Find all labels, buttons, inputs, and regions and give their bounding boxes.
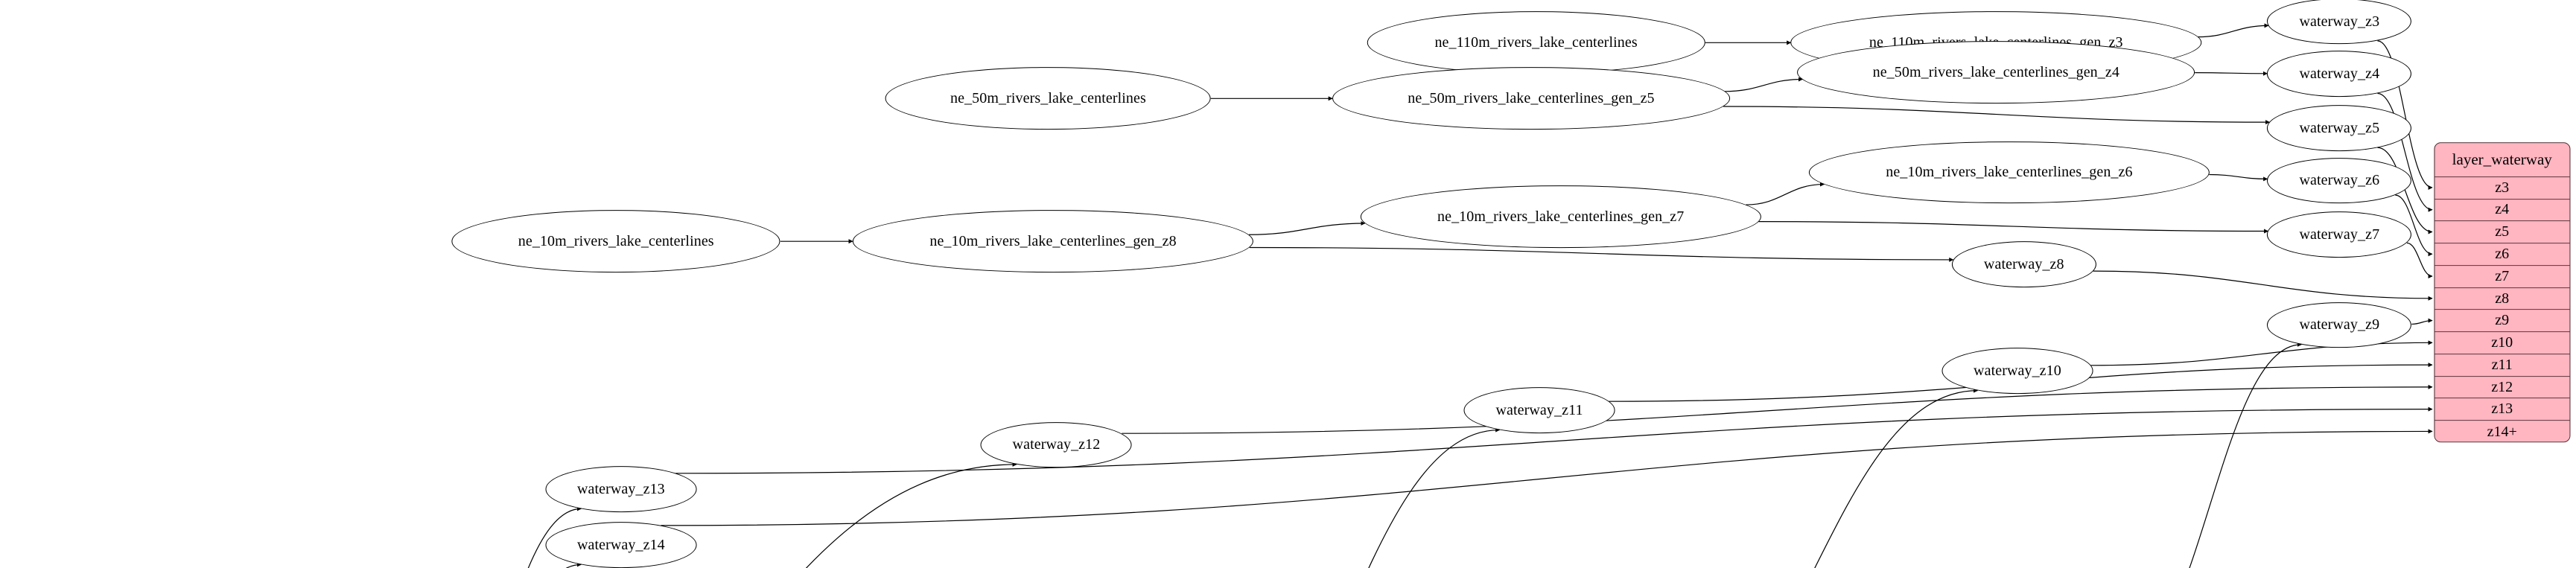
graph-edge <box>661 426 2434 525</box>
graph-edge <box>1725 74 1804 92</box>
graph-node-waterway_z9[interactable]: waterway_z9 <box>2267 301 2412 348</box>
graph-edge <box>1122 382 2434 433</box>
legend-row-z6[interactable]: z6 <box>2435 243 2570 267</box>
graph-node-ne_110m_rivers_lake_centerlines[interactable]: ne_110m_rivers_lake_centerlines <box>1367 11 1705 74</box>
legend-row-z5[interactable]: z5 <box>2435 221 2570 244</box>
graph-edge <box>1746 179 1825 205</box>
graph-edge <box>2090 337 2434 365</box>
legend-row-z3[interactable]: z3 <box>2435 177 2570 200</box>
graph-edge <box>384 459 1018 568</box>
graph-node-waterway_z6[interactable]: waterway_z6 <box>2267 157 2412 204</box>
graph-edge <box>1249 218 1367 234</box>
graph-node-ne_50m_rivers_lake_centerlines_gen_z4[interactable]: ne_50m_rivers_lake_centerlines_gen_z4 <box>1797 41 2195 103</box>
legend-row-z4[interactable]: z4 <box>2435 199 2570 222</box>
graph-node-waterway_z3[interactable]: waterway_z3 <box>2267 0 2412 45</box>
graph-edge <box>1759 222 2269 237</box>
legend-row-z7[interactable]: z7 <box>2435 266 2570 288</box>
graph-edge <box>1250 247 1954 265</box>
graph-node-waterway_z13[interactable]: waterway_z13 <box>545 466 697 513</box>
graph-edge <box>2118 339 2303 568</box>
legend-row-z13[interactable]: z13 <box>2435 398 2570 421</box>
graph-edge <box>2195 68 2268 79</box>
graph-node-waterway_z10[interactable]: waterway_z10 <box>1941 348 2093 395</box>
graph-edge <box>384 559 582 568</box>
graph-edge <box>1647 386 1979 568</box>
graph-node-waterway_z14[interactable]: waterway_z14 <box>545 522 697 568</box>
graph-node-ne_50m_rivers_lake_centerlines[interactable]: ne_50m_rivers_lake_centerlines <box>885 67 1211 130</box>
graph-edge <box>2411 315 2434 326</box>
graph-node-waterway_z11[interactable]: waterway_z11 <box>1463 387 1615 434</box>
graph-node-waterway_z4[interactable]: waterway_z4 <box>2267 51 2412 98</box>
legend-row-z9[interactable]: z9 <box>2435 310 2570 333</box>
legend-row-z12[interactable]: z12 <box>2435 376 2570 399</box>
graph-node-ne_10m_rivers_lake_centerlines_gen_z8[interactable]: ne_10m_rivers_lake_centerlines_gen_z8 <box>852 210 1254 273</box>
graph-edge <box>2093 271 2434 304</box>
graph-node-ne_10m_rivers_lake_centerlines_gen_z6[interactable]: ne_10m_rivers_lake_centerlines_gen_z6 <box>1808 141 2210 204</box>
graph-edge <box>2198 20 2270 36</box>
legend-row-z11[interactable]: z11 <box>2435 354 2570 377</box>
graph-node-ne_10m_rivers_lake_centerlines_gen_z7[interactable]: ne_10m_rivers_lake_centerlines_gen_z7 <box>1360 185 1761 248</box>
graph-edge <box>1723 106 2271 127</box>
graph-node-ne_50m_rivers_lake_centerlines_gen_z5[interactable]: ne_50m_rivers_lake_centerlines_gen_z5 <box>1332 67 1730 130</box>
legend-row-z8[interactable]: z8 <box>2435 287 2570 310</box>
graph-node-waterway_z7[interactable]: waterway_z7 <box>2267 211 2412 258</box>
graph-edge <box>2407 243 2434 281</box>
graph-node-waterway_z5[interactable]: waterway_z5 <box>2267 105 2412 151</box>
graph-node-ne_10m_rivers_lake_centerlines[interactable]: ne_10m_rivers_lake_centerlines <box>451 210 780 273</box>
graph-node-waterway_z8[interactable]: waterway_z8 <box>1951 241 2096 287</box>
legend-row-z10[interactable]: z10 <box>2435 332 2570 355</box>
graph-node-waterway_z12[interactable]: waterway_z12 <box>980 421 1132 468</box>
legend-row-z14+[interactable]: z14+ <box>2435 421 2570 442</box>
graph-edge <box>2209 175 2268 184</box>
legend-header: layer_waterway <box>2435 142 2570 178</box>
graph-edge <box>1177 424 1501 568</box>
